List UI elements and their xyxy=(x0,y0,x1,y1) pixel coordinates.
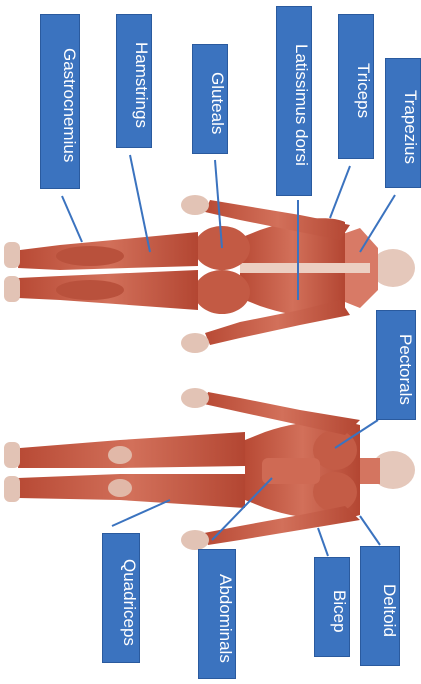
label-pectorals: Pectorals xyxy=(376,310,416,420)
label-triceps: Triceps xyxy=(338,14,374,159)
label-abdominals: Abdominals xyxy=(198,549,236,679)
label-gastrocnemius: Gastrocnemius xyxy=(40,14,80,189)
leader-hamstrings xyxy=(130,155,150,252)
back-calf-right xyxy=(56,280,124,300)
back-calf-left xyxy=(56,246,124,266)
label-latissimus-dorsi: Latissimus dorsi xyxy=(276,6,312,196)
back-hand-top xyxy=(181,195,209,215)
label-quadriceps: Quadriceps xyxy=(102,533,140,663)
front-leg-left xyxy=(18,432,245,468)
leader-trapezius xyxy=(360,195,395,252)
back-hand-bottom xyxy=(181,333,209,353)
leader-bicep xyxy=(318,528,328,556)
leader-triceps xyxy=(330,166,350,218)
front-knee-left xyxy=(108,446,132,464)
label-trapezius: Trapezius xyxy=(385,58,421,188)
label-hamstrings: Hamstrings xyxy=(116,14,152,148)
back-view-figure xyxy=(4,195,415,353)
back-foot-right xyxy=(4,276,20,302)
front-knee-right xyxy=(108,479,132,497)
back-foot-left xyxy=(4,242,20,268)
leader-quadriceps xyxy=(112,500,170,526)
front-leg-right xyxy=(18,474,245,508)
label-gluteals: Gluteals xyxy=(192,44,228,154)
front-hand-top xyxy=(181,388,209,408)
front-hand-bottom xyxy=(181,530,209,550)
front-view-figure xyxy=(4,388,415,550)
front-foot-left xyxy=(4,442,20,468)
leader-deltoid xyxy=(360,516,380,545)
front-neck xyxy=(360,458,380,484)
back-gluteal-right xyxy=(194,270,250,314)
label-deltoid: Deltoid xyxy=(360,546,400,666)
front-foot-right xyxy=(4,476,20,502)
label-bicep: Bicep xyxy=(314,557,350,657)
leader-gastrocnemius xyxy=(62,196,82,242)
